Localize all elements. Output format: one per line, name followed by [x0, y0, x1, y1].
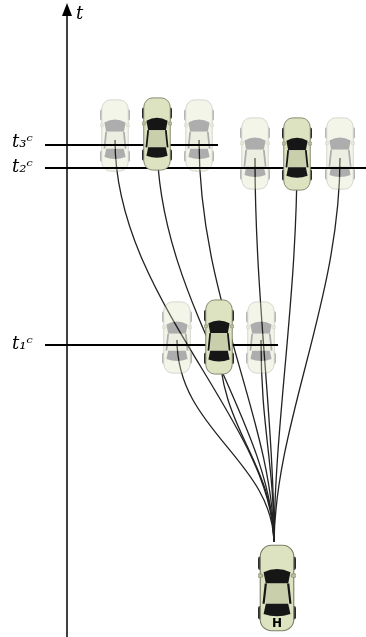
ghost-car: [162, 302, 193, 373]
trajectory: [274, 158, 340, 542]
axis-label: t: [76, 4, 83, 22]
car-body: [258, 545, 296, 631]
obstacle-car: [204, 300, 235, 374]
axis-arrowhead: [62, 3, 72, 16]
time-axis: [66, 14, 68, 637]
obstacle-car: [282, 118, 313, 190]
trajectories: [115, 140, 340, 542]
ghost-car: [246, 302, 277, 373]
time-line: [45, 344, 278, 346]
time-line: [45, 167, 366, 169]
ghost-car: [184, 100, 215, 171]
time-label: t₂ᶜ: [12, 157, 33, 175]
trajectory: [274, 158, 297, 542]
ghost-cars: [100, 100, 356, 373]
time-line: [45, 144, 218, 146]
host-car: H: [258, 543, 296, 633]
time-label: t₃ᶜ: [12, 132, 33, 150]
time-label: t₁ᶜ: [12, 334, 33, 352]
obstacle-car: [142, 98, 173, 170]
ghost-car: [100, 100, 131, 171]
ghost-car: [240, 118, 271, 189]
car-label: H: [258, 617, 296, 629]
ghost-car: [325, 118, 356, 189]
